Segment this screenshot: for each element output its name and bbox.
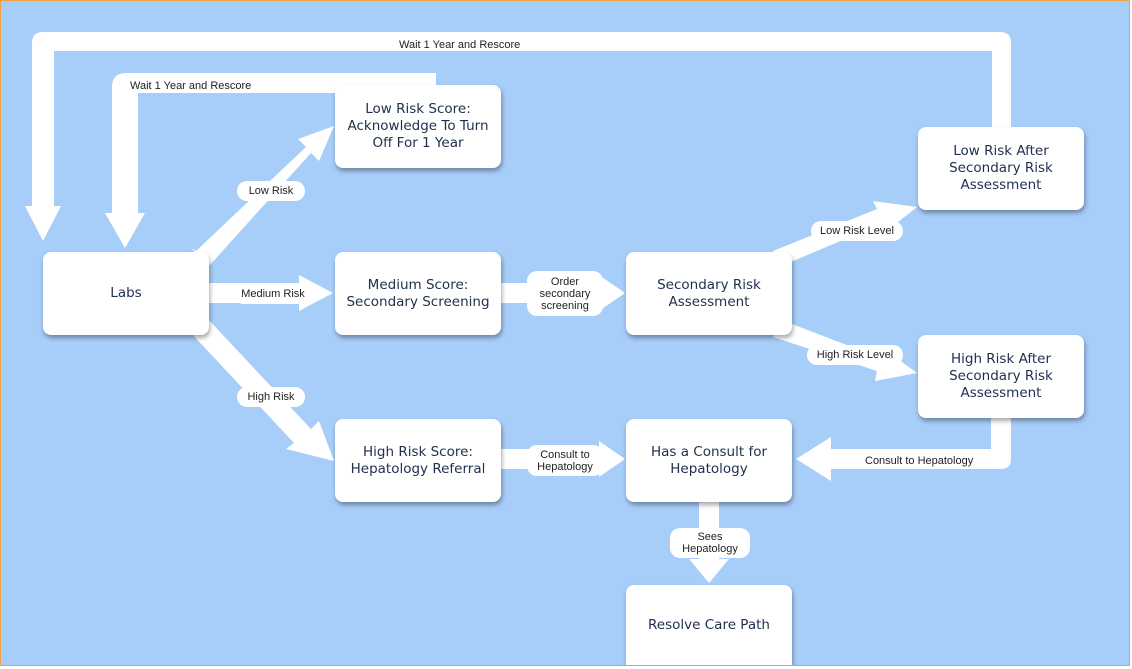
high-risk-score-node: High Risk Score: Hepatology Referral (335, 419, 501, 502)
label-consult-right: Consult to Hepatology (865, 455, 974, 467)
secondary-risk-assessment-node: Secondary Risk Assessment (626, 252, 792, 335)
label-high-risk-level: High Risk Level (807, 345, 903, 365)
label-order-screening: Order secondary screening (527, 271, 603, 316)
label-high-risk: High Risk (237, 387, 305, 407)
label-consult-mid: Consult to Hepatology (527, 445, 603, 476)
label-medium-risk: Medium Risk (234, 284, 312, 304)
arrow-consult-right (796, 417, 1011, 481)
label-low-risk: Low Risk (237, 181, 305, 201)
label-wait-outer: Wait 1 Year and Rescore (399, 39, 521, 51)
label-low-risk-level: Low Risk Level (811, 221, 903, 241)
arrow-wait-outer (25, 32, 1011, 241)
labs-node: Labs (43, 252, 209, 335)
high-risk-after-node: High Risk After Secondary Risk Assessmen… (918, 335, 1084, 418)
label-wait-inner: Wait 1 Year and Rescore (130, 80, 252, 92)
resolve-care-path-node: Resolve Care Path (626, 585, 792, 665)
label-sees-hep: Sees Hepatology (670, 528, 750, 558)
low-risk-score-node: Low Risk Score: Acknowledge To Turn Off … (335, 85, 501, 168)
medium-score-node: Medium Score: Secondary Screening (335, 252, 501, 335)
has-consult-node: Has a Consult for Hepatology (626, 419, 792, 502)
low-risk-after-node: Low Risk After Secondary Risk Assessment (918, 127, 1084, 210)
